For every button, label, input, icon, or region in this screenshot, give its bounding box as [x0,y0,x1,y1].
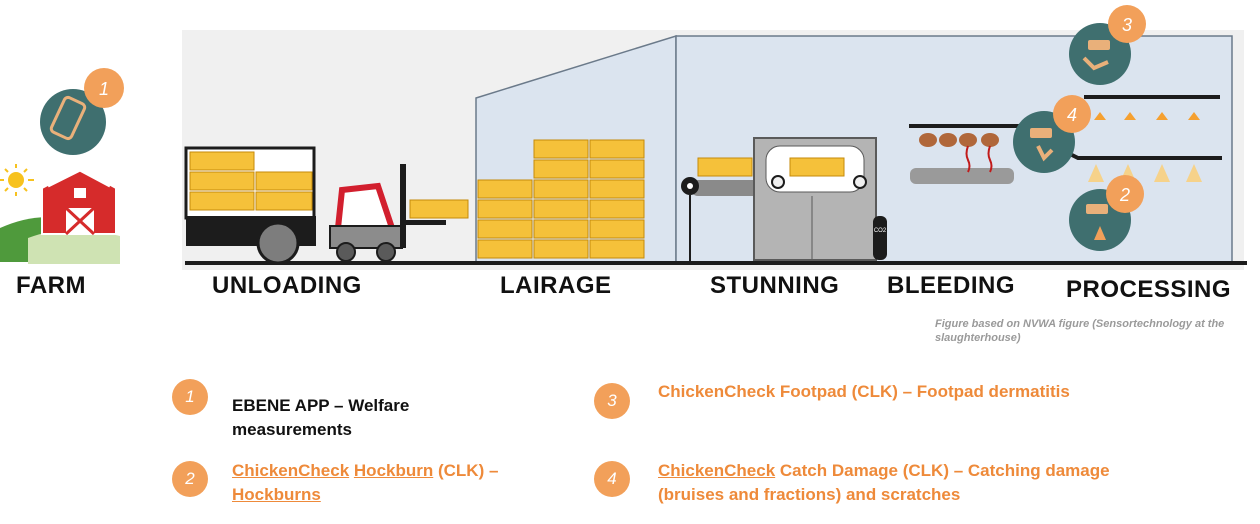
marker-4-label: 4 [1067,105,1077,125]
legend-text-1: EBENE APP – Welfare measurements [232,396,410,439]
marker-2 [1106,175,1144,213]
legend-text-4: ChickenCheck Catch Damage (CLK) – Catchi… [658,459,1138,507]
legend-link-hockburn[interactable]: Hockburn [353,461,434,480]
legend-link-chickencheck-4[interactable]: ChickenCheck [658,461,776,480]
stage-farm: FARM [16,272,86,299]
marker-4 [1053,95,1091,133]
phone-badge [40,89,106,155]
stage-unloading: UNLOADING [212,272,362,299]
lairage-crates [477,139,645,259]
camera-icon [1030,128,1052,138]
legend-link-hockburns[interactable]: Hockburns [232,485,321,504]
stunning-chamber [753,137,877,261]
figure-credit: Figure based on NVWA figure (Sensortechn… [935,318,1225,344]
co2-tank-icon: CO2 [873,216,887,260]
phone-icon [49,95,87,141]
legend-text-2-mid: (CLK) – [433,461,499,480]
marker-1 [84,68,124,108]
marker-2-label: 2 [1119,185,1130,205]
legend-marker-1: 1 [172,379,208,415]
camera-icon [1086,204,1108,214]
legend-text-2: ChickenCheck Hockburn (CLK) – Hockburns [232,459,572,507]
stage-processing: PROCESSING [1066,276,1232,303]
legend-marker-3: 3 [594,383,630,419]
slaughter-process-illustration: 1 [0,5,1247,270]
marker-3-label: 3 [1122,15,1132,35]
legend-marker-4: 4 [594,461,630,497]
truck-crates [189,151,313,211]
barn-icon [0,166,120,264]
stage-bleeding: BLEEDING [887,272,1016,299]
marker-1-label: 1 [99,79,109,99]
legend-marker-2: 2 [172,461,208,497]
forklift-crate [409,199,469,219]
legend-text-4-rest: Catch Damage (CLK) – Catching damage (br… [658,461,1110,504]
sun-icon [0,164,34,196]
bleeding-line [909,124,1026,184]
stage-lairage: LAIRAGE [500,272,612,299]
legend-link-chickencheck[interactable]: ChickenCheck [232,461,350,480]
legend-text-3: ChickenCheck Footpad (CLK) – Footpad der… [658,382,1070,401]
stage-stunning: STUNNING [710,272,840,299]
forklift-icon [329,164,446,262]
svg-text:CO2: CO2 [874,228,887,234]
ground-line [185,261,1247,265]
camera-icon [1088,40,1110,50]
marker-3 [1108,5,1146,43]
